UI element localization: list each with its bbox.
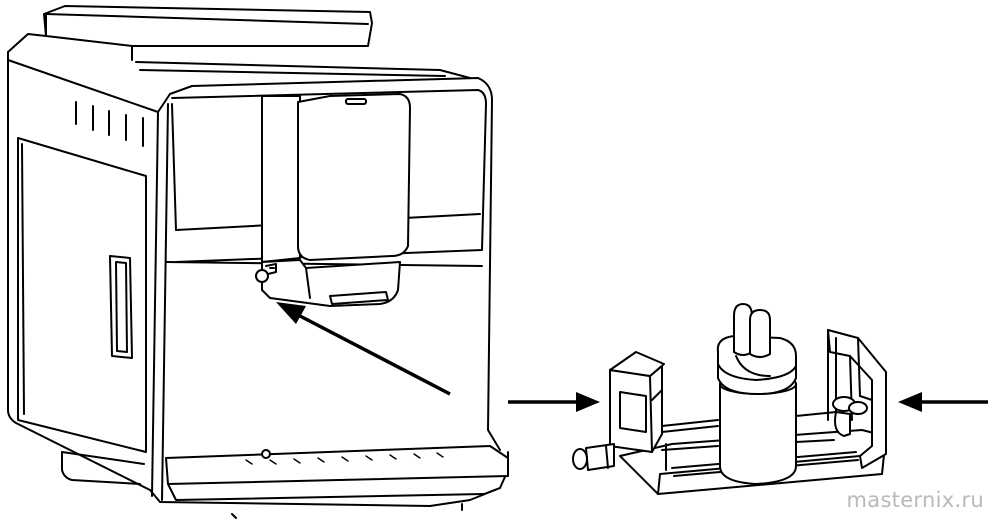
side-panel [17, 137, 147, 453]
brew-unit-part [572, 303, 887, 495]
right-bracket [827, 329, 887, 469]
arrow-to-spout-joint [276, 302, 451, 396]
arrow-left-side [508, 392, 600, 412]
arrow-right-side [898, 392, 988, 412]
machine-lid [43, 5, 471, 79]
side-vents [75, 101, 144, 147]
machine-body-outline [7, 51, 509, 507]
center-cylinder [716, 303, 797, 485]
watermark: masternix.ru [846, 488, 984, 512]
drip-tray [165, 445, 509, 519]
side-handle [109, 255, 133, 359]
brew-unit [255, 93, 411, 307]
left-nozzle [572, 443, 615, 471]
coffee-machine [7, 5, 509, 519]
